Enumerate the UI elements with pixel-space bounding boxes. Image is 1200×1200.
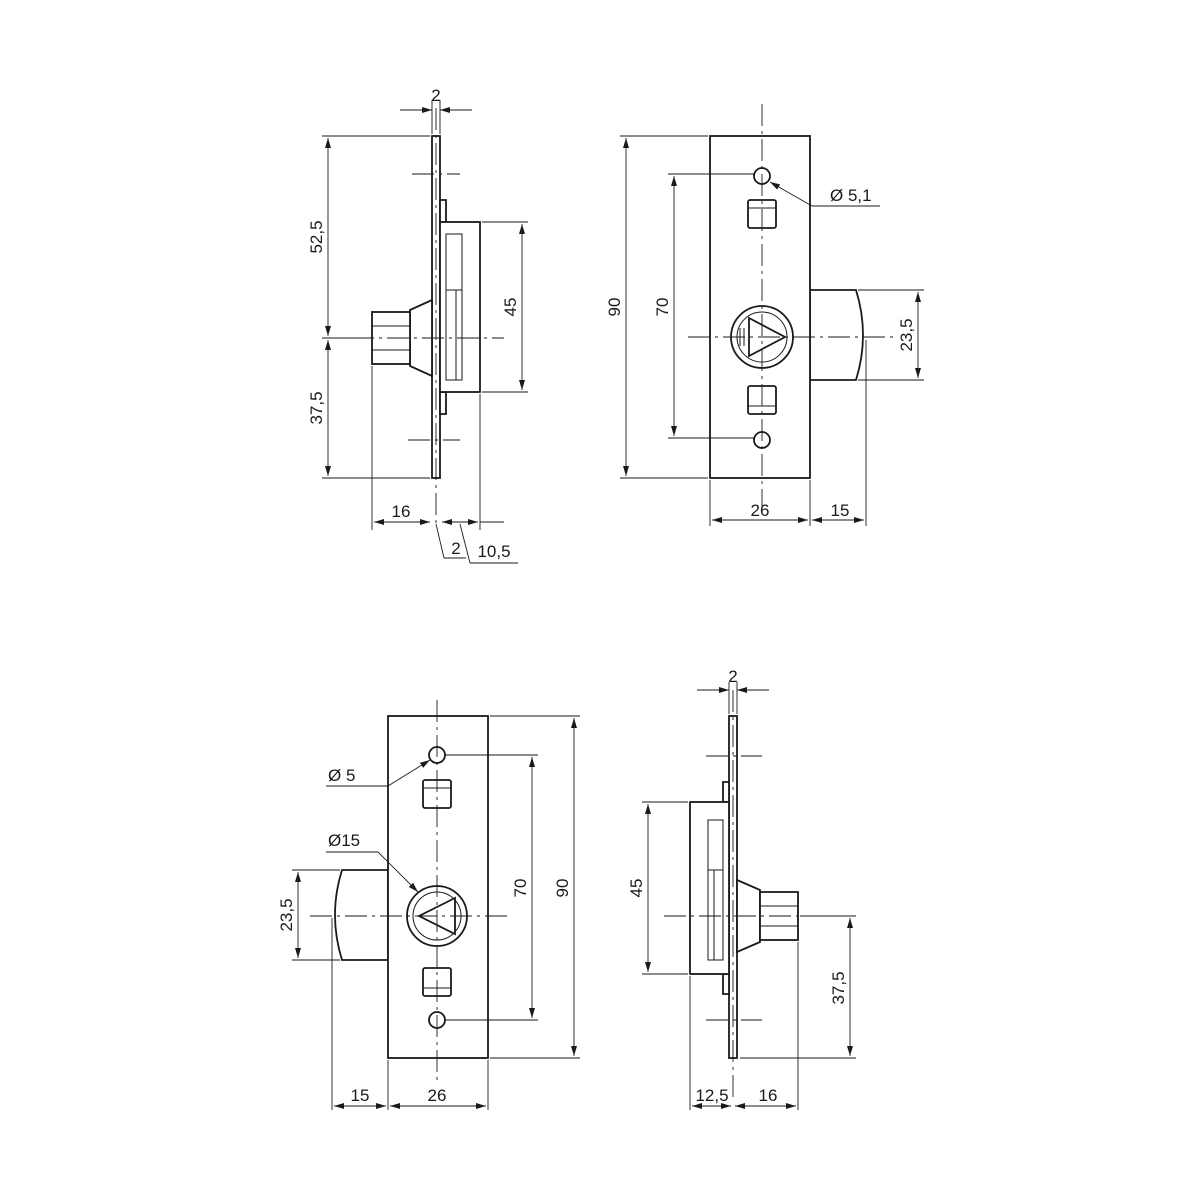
dim-cylinder: Ø15 [328,831,360,850]
dim-bolt: 16 [392,502,411,521]
upper-lug [722,781,730,803]
dim-hole-spacing: 70 [511,879,530,898]
view-top-right-front: Ø 5,1 90 70 23,5 26 15 [605,104,924,526]
dim-thickness: 2 [728,667,737,686]
dim-thickness: 2 [431,86,440,105]
view-bottom-left-front: Ø 5 Ø15 23,5 70 90 15 26 [277,700,580,1110]
cylinder-collar [409,298,433,378]
latch-bolt [334,869,389,961]
dim-body-height: 45 [501,298,520,317]
dim-bolt-proj: 15 [831,501,850,520]
dim-body-height: 45 [627,879,646,898]
dim-hole: Ø 5,1 [830,186,872,205]
dim-upper: 52,5 [307,220,326,253]
dim-height: 90 [553,879,572,898]
dim-hole: Ø 5 [328,766,355,785]
dim-width: 26 [751,501,770,520]
view-top-left-side: 2 52,5 37,5 45 16 2 10,5 [307,86,528,564]
view-bottom-right-side: 2 45 37,5 12,5 16 [627,667,856,1110]
latch-bolt [809,289,864,381]
upper-lug [439,199,447,223]
dim-bolt-proj: 15 [351,1086,370,1105]
dim-lower: 37,5 [307,391,326,424]
dim-height: 90 [605,298,624,317]
dim-width: 26 [428,1086,447,1105]
lower-lug [722,973,730,995]
dim-bolt-height: 23,5 [897,318,916,351]
dim-lower: 37,5 [829,971,848,1004]
dim-depth: 12,5 [695,1086,728,1105]
dim-bolt: 16 [759,1086,778,1105]
dim-plate: 2 [451,539,460,558]
dim-depth: 10,5 [477,542,510,561]
lock-housing [439,221,481,393]
lower-lug [439,391,447,415]
dim-hole-spacing: 70 [653,298,672,317]
dim-bolt-height: 23,5 [277,898,296,931]
